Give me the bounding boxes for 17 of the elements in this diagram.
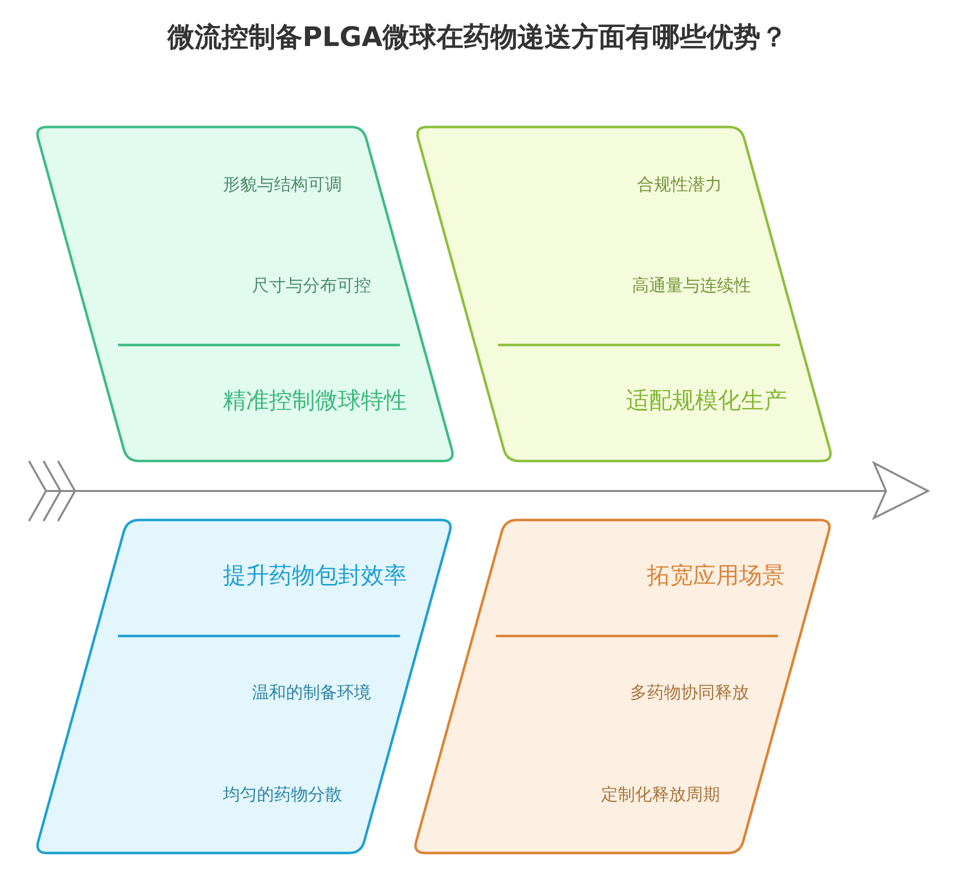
list-item: 均匀的药物分散: [223, 784, 342, 806]
list-item: 定制化释放周期: [601, 784, 720, 806]
parallelogram-panel: [415, 127, 833, 461]
diagram-title: 微流控制备PLGA微球在药物递送方面有哪些优势？: [167, 22, 788, 54]
list-item: 高通量与连续性: [632, 276, 751, 296]
panel-heading: 适配规模化生产: [626, 388, 787, 416]
panel-heading: 精准控制微球特性: [223, 388, 407, 416]
list-item: 温和的制备环境: [252, 682, 371, 704]
parallelogram-panel: [413, 520, 832, 853]
list-item: 形貌与结构可调: [223, 174, 342, 196]
parallelogram-panel: [35, 520, 453, 853]
list-item: 尺寸与分布可控: [252, 276, 371, 296]
list-item: 多药物协同释放: [630, 682, 749, 704]
panel-heading: 提升药物包封效率: [223, 563, 407, 591]
parallelogram-panel: [35, 127, 455, 461]
panel-heading: 拓宽应用场景: [647, 563, 785, 591]
list-item: 合规性潜力: [637, 174, 722, 196]
